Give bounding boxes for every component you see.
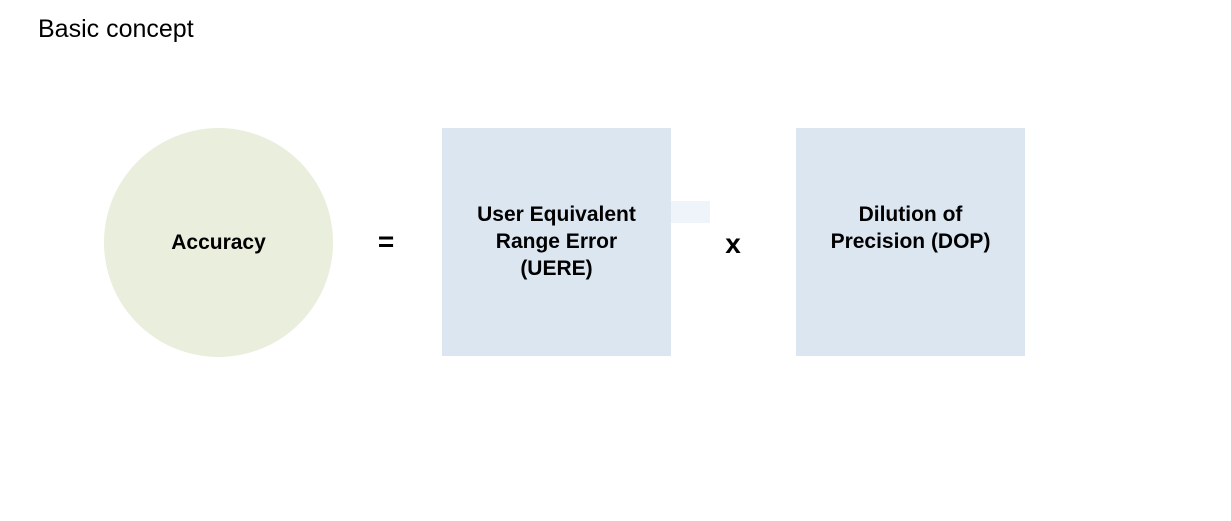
uere-box: User Equivalent Range Error (UERE) <box>442 128 671 356</box>
uere-label: User Equivalent Range Error (UERE) <box>477 203 636 280</box>
dop-label: Dilution of Precision (DOP) <box>830 203 991 253</box>
accuracy-circle: Accuracy <box>104 128 333 357</box>
accuracy-label: Accuracy <box>171 231 266 254</box>
dop-box: Dilution of Precision (DOP) <box>796 128 1025 356</box>
diagram-title: Basic concept <box>38 15 194 43</box>
equals-operator: = <box>377 226 395 257</box>
times-operator: x <box>725 228 741 259</box>
